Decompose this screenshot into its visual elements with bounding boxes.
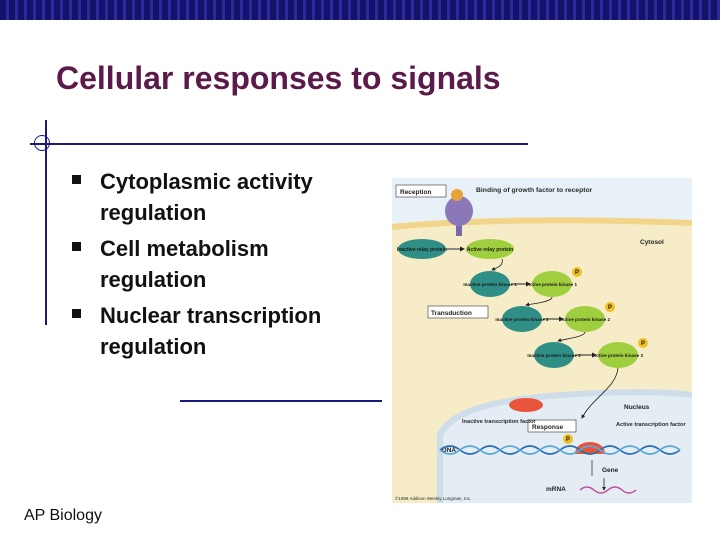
kinase-1-to-2-arrow bbox=[525, 296, 553, 307]
phosphate-tf bbox=[563, 434, 573, 444]
bullet-text: Cytoplasmic activity regulation bbox=[100, 169, 313, 225]
bullet-item: Cell metabolism regulation bbox=[72, 233, 372, 295]
cytosol-label: Cytosol bbox=[640, 239, 664, 246]
active-kinase-2-label: Active protein kinase 2 bbox=[560, 317, 610, 322]
relay-to-kinase-arrow bbox=[491, 258, 503, 271]
gene-label: Gene bbox=[602, 467, 619, 474]
active-kinase-1 bbox=[532, 271, 572, 297]
active-kinase-2 bbox=[565, 306, 605, 332]
bullet-item: Cytoplasmic activity regulation bbox=[72, 166, 372, 228]
inactive-transcription-factor bbox=[509, 398, 543, 412]
phosphate-3-label: P bbox=[641, 341, 645, 347]
mrna-label: mRNA bbox=[546, 486, 566, 493]
bullet-item: Nuclear transcription regulation bbox=[72, 300, 372, 362]
bullet-marker bbox=[72, 242, 81, 251]
active-tf-label: Active transcription factor bbox=[616, 422, 686, 428]
slide-title: Cellular responses to signals bbox=[56, 60, 501, 96]
response-label-box bbox=[527, 419, 577, 433]
phosphate-1 bbox=[572, 267, 582, 277]
active-relay-label: Active relay protein bbox=[467, 247, 513, 253]
phosphate-2-label: P bbox=[608, 305, 612, 311]
phosphate-tf-label: P bbox=[566, 437, 570, 443]
top-banner bbox=[0, 0, 720, 20]
inactive-kinase-2-label: Inactive protein kinase 2 bbox=[495, 317, 549, 322]
nucleus-area bbox=[443, 395, 692, 503]
growth-factor bbox=[451, 189, 463, 201]
mrna-strand bbox=[579, 486, 637, 494]
dna-label: DNA bbox=[442, 447, 456, 454]
bullet-marker bbox=[72, 309, 81, 318]
inactive-relay-label: Inactive relay protein bbox=[397, 247, 447, 253]
phosphate-3 bbox=[638, 338, 648, 348]
reception-label-box bbox=[395, 184, 447, 198]
transduction-label-box bbox=[427, 305, 489, 319]
reception-label: Reception bbox=[400, 189, 431, 196]
phosphate-2 bbox=[605, 302, 615, 312]
inactive-kinase-1-label: Inactive protein kinase 1 bbox=[463, 282, 517, 287]
nucleus-label: Nucleus bbox=[624, 404, 650, 411]
active-kinase-3 bbox=[598, 342, 638, 368]
kinase-2-to-3-arrow bbox=[557, 331, 586, 342]
active-relay-protein bbox=[466, 239, 514, 259]
vertical-rule bbox=[45, 120, 47, 325]
inactive-relay-protein bbox=[398, 239, 446, 259]
active-kinase-1-label: Active protein kinase 1 bbox=[527, 282, 577, 287]
crosshair-circle bbox=[34, 135, 50, 151]
transduction-label: Transduction bbox=[431, 310, 472, 317]
bottom-rule bbox=[180, 400, 382, 402]
kinase-3-to-response-arrow bbox=[581, 367, 619, 419]
bullet-text: Nuclear transcription regulation bbox=[100, 303, 322, 359]
signal-transduction-figure: Reception Transduction Response Cytosol … bbox=[392, 178, 692, 503]
copyright-text: ©1999 Addison Wesley Longman, Inc. bbox=[395, 495, 471, 501]
bullet-list: Cytoplasmic activity regulation Cell met… bbox=[72, 166, 372, 367]
footer-label: AP Biology bbox=[24, 507, 102, 524]
inactive-kinase-2 bbox=[502, 306, 542, 332]
receptor-caption: Binding of growth factor to receptor bbox=[476, 187, 593, 194]
inactive-tf-label: Inactive transcription factor bbox=[462, 419, 536, 425]
bullet-text: Cell metabolism regulation bbox=[100, 236, 269, 292]
inactive-kinase-3-label: Inactive protein kinase 3 bbox=[527, 353, 581, 358]
phosphate-1-label: P bbox=[575, 270, 579, 276]
receptor bbox=[445, 196, 473, 226]
response-label: Response bbox=[532, 424, 563, 431]
inactive-kinase-1 bbox=[470, 271, 510, 297]
dna-strand-b bbox=[439, 445, 681, 455]
inactive-kinase-3 bbox=[534, 342, 574, 368]
bullet-marker bbox=[72, 175, 81, 184]
title-underline bbox=[30, 143, 528, 145]
active-kinase-3-label: Active protein kinase 3 bbox=[593, 353, 643, 358]
